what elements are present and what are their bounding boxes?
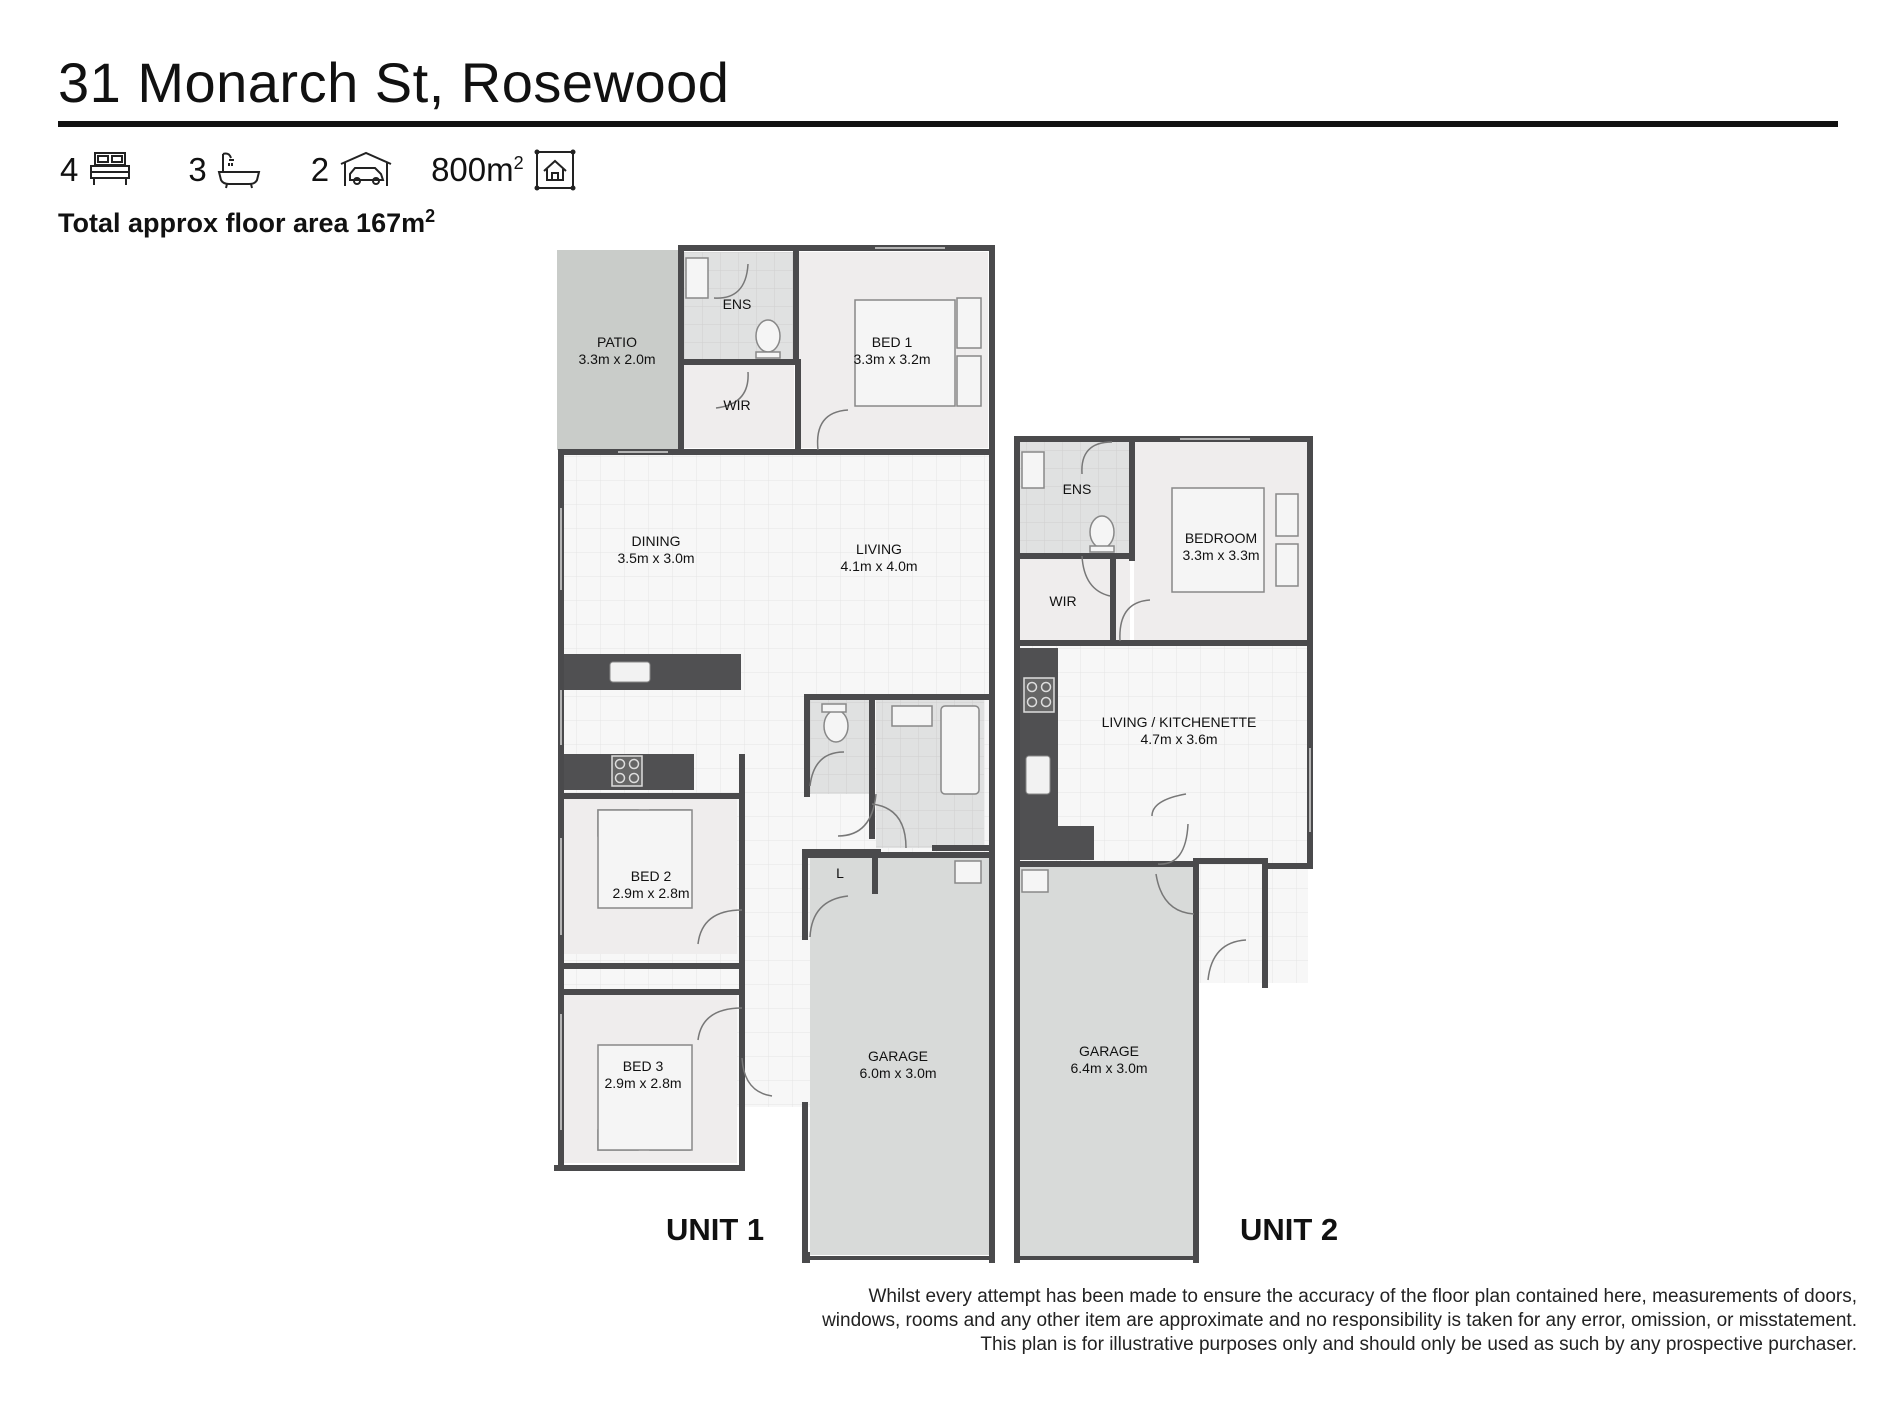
unit1-bed2-dims: 2.9m x 2.8m bbox=[612, 885, 689, 901]
unit2-living-dims: 4.7m x 3.6m bbox=[1140, 731, 1217, 747]
unit1-door-swings bbox=[697, 263, 907, 1097]
unit2-windows bbox=[1180, 438, 1311, 832]
cars-count: 2 bbox=[310, 151, 330, 188]
beds-count: 4 bbox=[60, 151, 79, 188]
unit2-entry-floor bbox=[1198, 861, 1308, 983]
baths-stat: 3 bbox=[188, 150, 260, 190]
bed-icon bbox=[88, 150, 132, 190]
unit1-dining-dims: 3.5m x 3.0m bbox=[617, 550, 694, 566]
bath-icon bbox=[217, 150, 261, 190]
unit1-patio-label: PATIO bbox=[597, 334, 637, 350]
unit2-living-label: LIVING / KITCHENETTE bbox=[1102, 714, 1257, 730]
unit2-bedroom-label: BEDROOM bbox=[1185, 530, 1257, 546]
unit1-cooktop bbox=[611, 755, 643, 787]
disclaimer-line: windows, rooms and any other item are ap… bbox=[822, 1310, 1857, 1331]
land-area-stat: 800m2 bbox=[431, 149, 576, 191]
unit2-kitchen-return bbox=[1058, 826, 1094, 860]
unit1-island-bench bbox=[561, 654, 741, 690]
unit1-laundry-label: L bbox=[836, 865, 844, 881]
unit1-dining-label: DINING bbox=[632, 533, 681, 549]
unit1-garage-floor bbox=[810, 855, 990, 1255]
page-title: 31 Monarch St, Rosewood bbox=[58, 51, 730, 114]
unit1-patio-floor bbox=[557, 250, 678, 450]
unit1-bed1-dims: 3.3m x 3.2m bbox=[853, 351, 930, 367]
unit2-garage-dims: 6.4m x 3.0m bbox=[1070, 1060, 1147, 1076]
unit2-fixtures bbox=[1021, 451, 1299, 893]
unit1-wir-label: WIR bbox=[723, 397, 750, 413]
unit1-island-sink bbox=[609, 661, 651, 683]
total-floor-area: Total approx floor area 167m2 bbox=[58, 206, 436, 238]
unit1-windows bbox=[560, 247, 945, 1130]
unit1-patio-dims: 3.3m x 2.0m bbox=[578, 351, 655, 367]
unit2-garage-label: GARAGE bbox=[1079, 1043, 1139, 1059]
unit2-living-floor bbox=[1020, 646, 1307, 861]
unit2-label: UNIT 2 bbox=[1240, 1212, 1339, 1247]
land-area-icon bbox=[534, 149, 576, 191]
unit2-cooktop bbox=[1023, 677, 1055, 713]
unit1-bed2-label: BED 2 bbox=[631, 868, 672, 884]
unit1-ens-label: ENS bbox=[723, 296, 752, 312]
unit2-bedroom-dims: 3.3m x 3.3m bbox=[1182, 547, 1259, 563]
unit1-living-label: LIVING bbox=[856, 541, 902, 557]
car-icon bbox=[339, 150, 393, 190]
property-stats: 4 3 2 800m2 bbox=[60, 148, 614, 192]
unit1-bed3-dims: 2.9m x 2.8m bbox=[604, 1075, 681, 1091]
disclaimer-line: This plan is for illustrative purposes o… bbox=[980, 1334, 1857, 1355]
land-area-value: 800m2 bbox=[431, 151, 524, 188]
disclaimer: Whilst every attempt has been made to en… bbox=[700, 1285, 1857, 1357]
unit2-ens-label: ENS bbox=[1063, 481, 1092, 497]
unit2-door-swings bbox=[1081, 441, 1247, 981]
unit1-fixtures bbox=[597, 257, 982, 1151]
unit1-living-dims: 4.1m x 4.0m bbox=[840, 558, 917, 574]
unit1-garage-label: GARAGE bbox=[868, 1048, 928, 1064]
unit2-plan bbox=[1014, 436, 1313, 1263]
unit1-garage-dims: 6.0m x 3.0m bbox=[859, 1065, 936, 1081]
unit1-label: UNIT 1 bbox=[666, 1212, 765, 1247]
unit1-plan bbox=[554, 245, 995, 1263]
beds-stat: 4 bbox=[60, 150, 132, 190]
unit1-wir-floor bbox=[684, 364, 794, 448]
unit2-kitchen-sink bbox=[1025, 755, 1051, 795]
baths-count: 3 bbox=[188, 151, 207, 188]
title-divider bbox=[58, 121, 1838, 127]
disclaimer-line: Whilst every attempt has been made to en… bbox=[868, 1286, 1857, 1307]
unit1-bed1-label: BED 1 bbox=[872, 334, 913, 350]
unit1-bed3-label: BED 3 bbox=[623, 1058, 664, 1074]
unit2-wir-label: WIR bbox=[1049, 593, 1076, 609]
unit2-garage-floor bbox=[1020, 866, 1194, 1258]
cars-stat: 2 bbox=[311, 150, 393, 190]
